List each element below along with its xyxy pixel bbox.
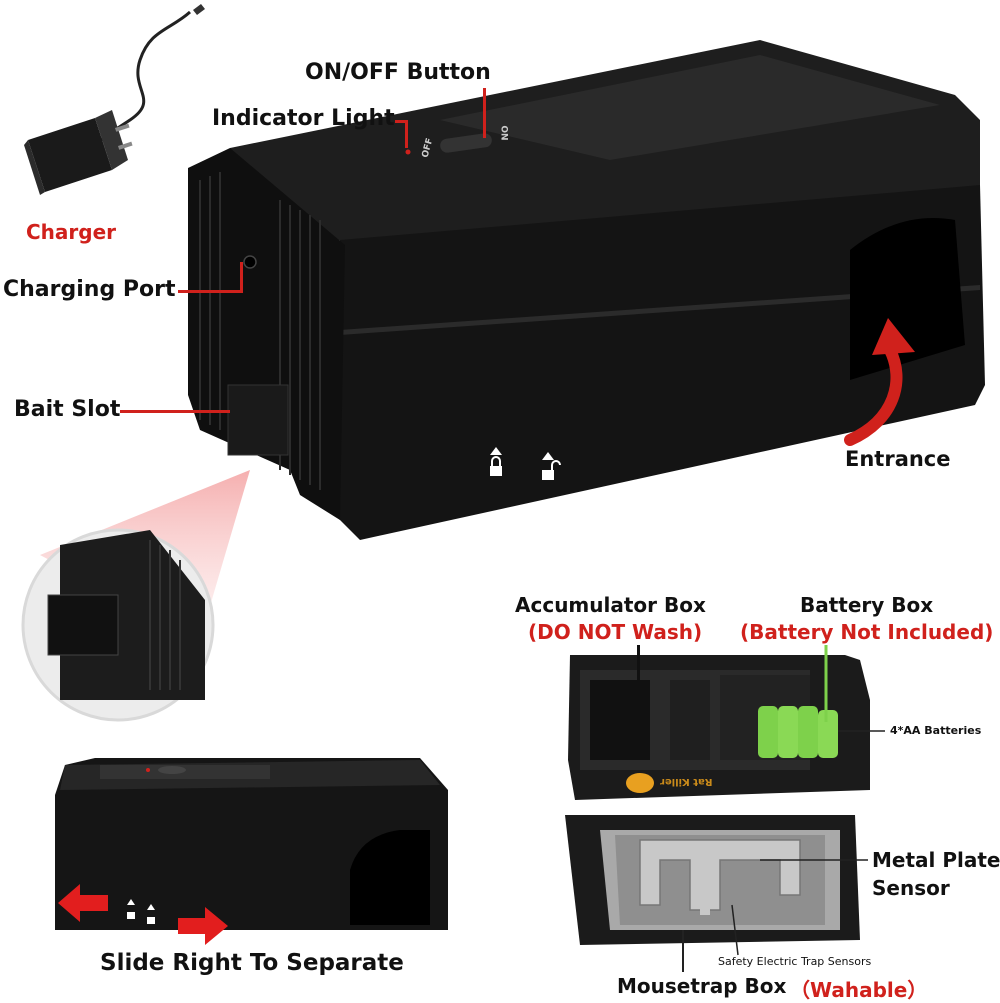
mousetrap-note: （Wahable） [790,978,928,1002]
battery-box-label: Battery Box [800,593,934,617]
slide-instruction: Slide Right To Separate [100,950,404,976]
mousetrap-box-label: Mousetrap Box [617,974,787,998]
trap-sensors-label: Safety Electric Trap Sensors [718,955,872,968]
battery-note: (Battery Not Included) [740,620,994,644]
accumulator-box-label: Accumulator Box [515,593,706,617]
on-off-button-label: ON/OFF Button [305,60,491,85]
batteries-label: 4*AA Batteries [890,724,982,737]
indicator-light-label: Indicator Light [212,106,395,131]
batteries-group [758,706,838,758]
metal-plate-label-line1: Metal Plate [872,848,1000,872]
charger-label: Charger [26,220,117,244]
accumulator-note: (DO NOT Wash) [528,620,703,644]
entrance-label: Entrance [845,447,951,471]
charging-port-label: Charging Port [3,277,176,302]
bait-slot-label: Bait Slot [14,397,121,422]
metal-plate-label-line2: Sensor [872,876,950,900]
